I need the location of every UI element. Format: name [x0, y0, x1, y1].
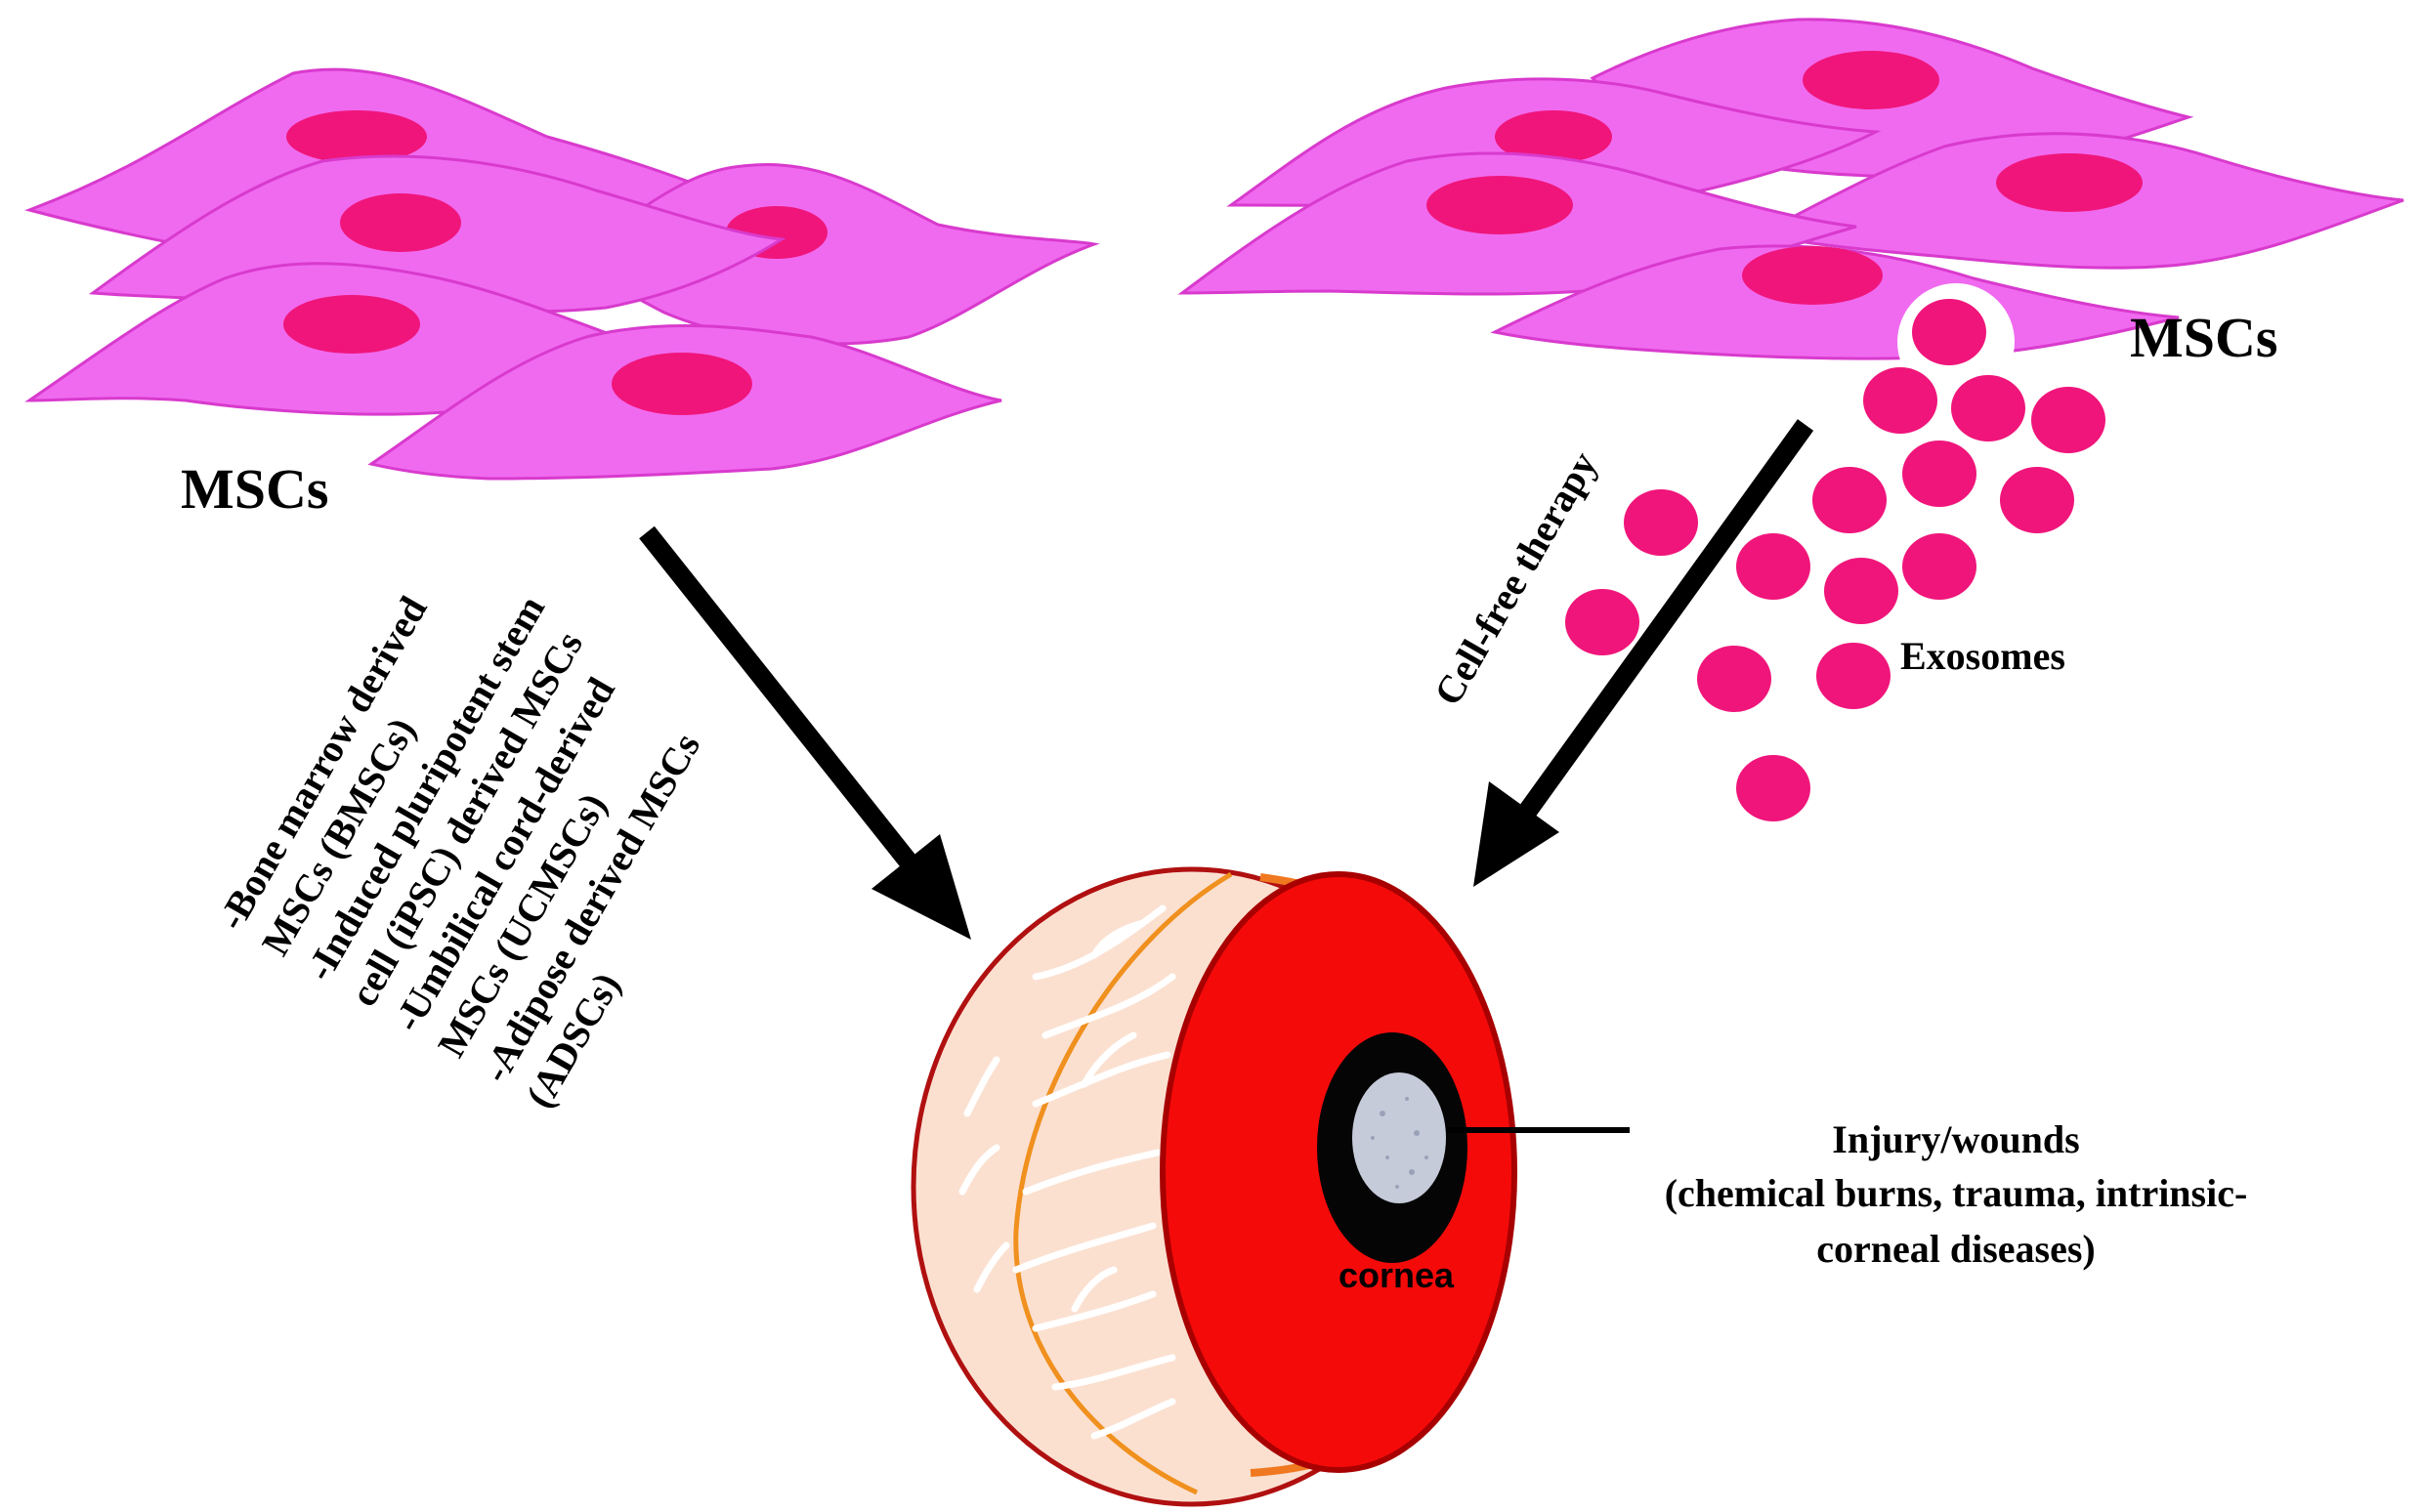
- cell-free-therapy-label: Cell-free therapy: [1425, 444, 1606, 713]
- exosome: [2000, 467, 2074, 533]
- msc-cell: [367, 323, 1002, 481]
- injury-spot: [1352, 1072, 1446, 1203]
- exosome: [1902, 441, 1976, 507]
- exosomes-label: Exosomes: [1900, 634, 2065, 678]
- exosome: [1816, 643, 1891, 709]
- exosomes: [1565, 299, 2105, 821]
- exosome: [1951, 375, 2025, 441]
- exosome: [1902, 533, 1976, 600]
- right-msc-label: MSCs: [2130, 306, 2277, 369]
- exosome: [1624, 489, 1698, 556]
- exosome: [1736, 755, 1810, 821]
- exosome: [1736, 533, 1810, 600]
- msc-sources-list: -Bone marrow derived MSCs (BMSCs) -Induc…: [209, 588, 708, 1114]
- eye-globe: [911, 866, 1630, 1507]
- exosome: [1697, 646, 1771, 712]
- left-arrow: [639, 525, 971, 940]
- exosome: [2031, 387, 2105, 453]
- exosome: [1565, 589, 1639, 655]
- left-msc-cluster: [24, 67, 1100, 481]
- exosome: [1824, 558, 1898, 624]
- right-msc-cluster: [1177, 18, 2404, 400]
- injury-description: Injury/wounds (chemical burns, trauma, i…: [1665, 1117, 2248, 1271]
- right-arrow: [1473, 419, 1814, 887]
- exosome: [1863, 367, 1937, 434]
- msc-cell: [569, 163, 1100, 346]
- injury-spot-texture: [1371, 1097, 1428, 1189]
- injury-line: Injury/wounds: [1832, 1117, 2079, 1161]
- injury-line: (chemical burns, trauma, intrinsic-: [1665, 1171, 2248, 1215]
- blood-vessels: [958, 904, 1176, 1440]
- msc-cell: [1754, 132, 2404, 270]
- left-msc-label: MSCs: [181, 457, 328, 521]
- exosome: [1812, 467, 1887, 533]
- injury-line: corneal diseases): [1816, 1227, 2096, 1271]
- exosome: [1912, 299, 1986, 365]
- cornea-label: cornea: [1338, 1255, 1455, 1295]
